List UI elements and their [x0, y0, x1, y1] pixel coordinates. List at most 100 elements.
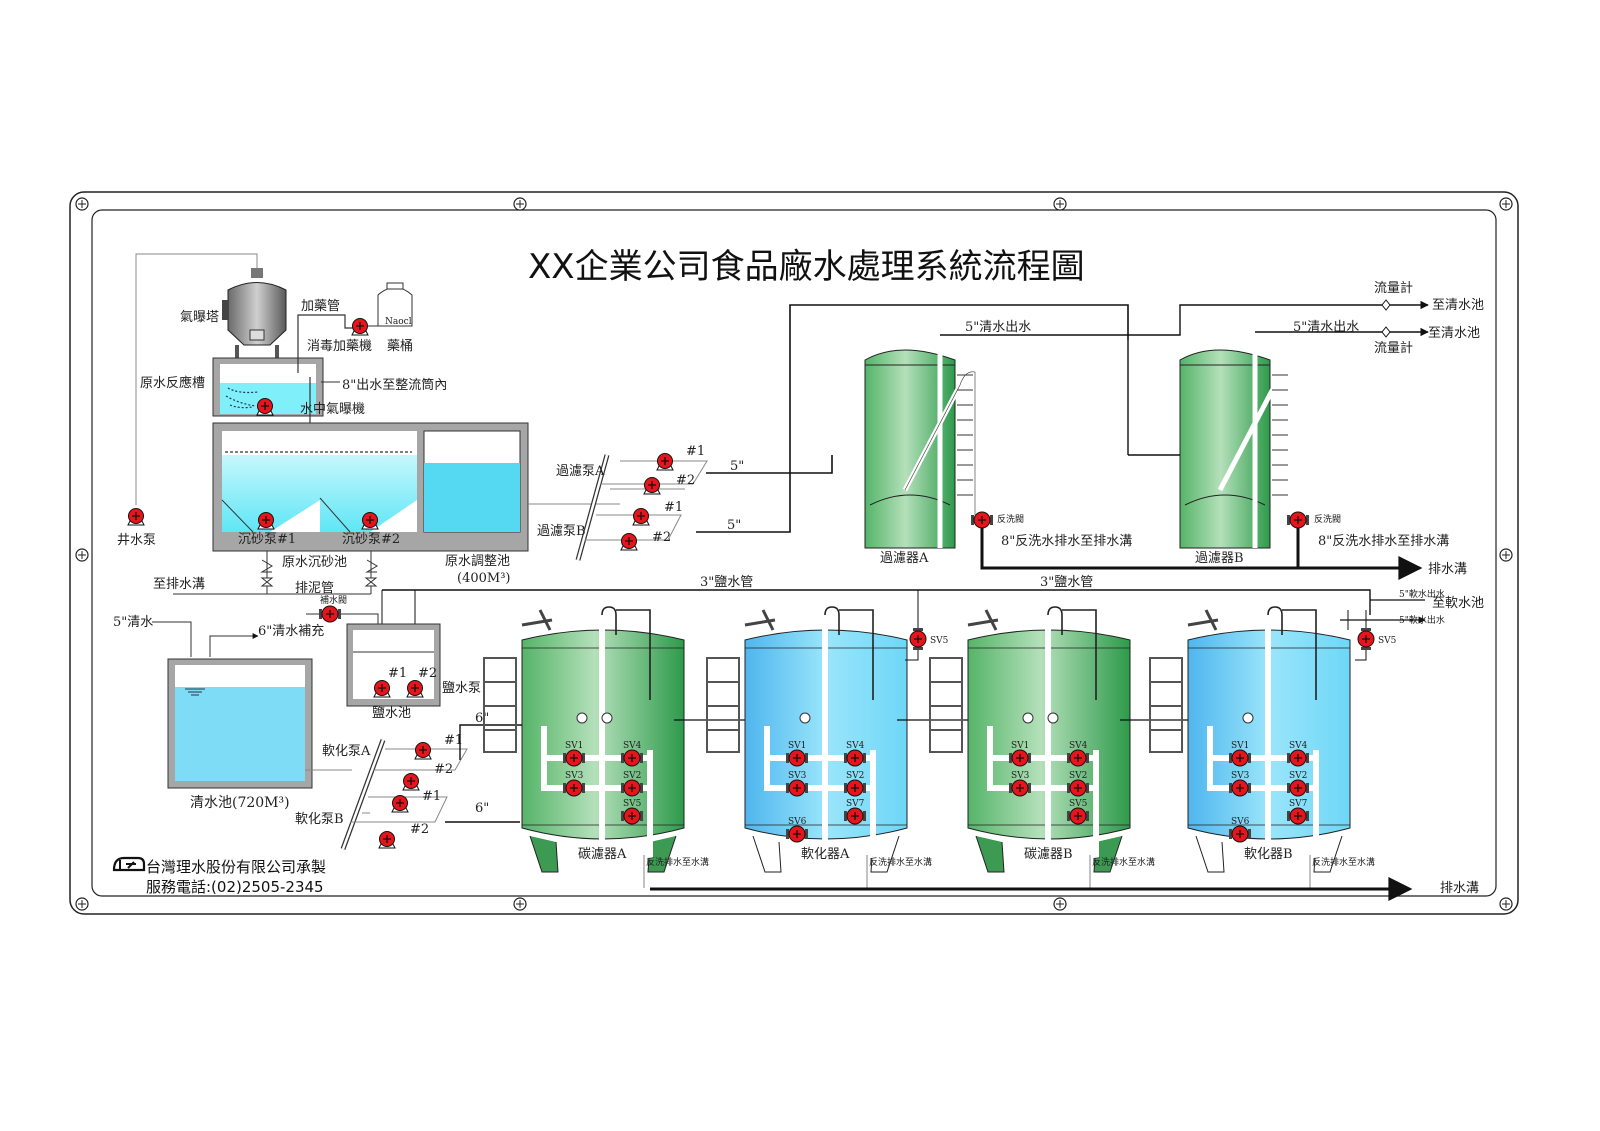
frame [69, 191, 1519, 915]
valve-label: SV4 [846, 741, 865, 751]
backwash-to-ditch-label: 反洗排水至水溝 [646, 856, 709, 868]
valve-label: SV3 [788, 771, 807, 781]
screw-icon [75, 197, 89, 211]
valve-label: SV2 [623, 771, 641, 781]
pressure-gauge-icon [1022, 712, 1034, 724]
filter-pump-b2-icon [620, 532, 638, 551]
well-pump-label: 井水泵 [117, 533, 156, 548]
valve-label: SV5 [1069, 799, 1088, 809]
softener-pump-b1-icon [391, 794, 409, 813]
flowmeter-top-label: 流量計 [1374, 280, 1413, 296]
sv5-softener-a-icon [909, 627, 927, 651]
pressure-gauge-icon [576, 712, 588, 724]
equalization-capacity-label: (400M³) [457, 571, 510, 586]
valve-label: SV4 [623, 741, 642, 751]
vessel-name: 軟化器B [1244, 846, 1293, 862]
valve-label: SV1 [565, 741, 583, 751]
softener-pump-a2-icon [402, 772, 420, 791]
backwash-valve-a-label: 反洗閥 [997, 513, 1024, 525]
valve-label: SV2 [1289, 771, 1307, 781]
sv5-b-label: SV5 [1378, 636, 1397, 646]
clear-5in-label: 5"清水 [113, 615, 153, 630]
submerged-aerator-icon [256, 397, 274, 416]
brine-pipe-label-1: 3"鹽水管 [700, 575, 753, 590]
sv5-softener-b-icon [1357, 627, 1375, 651]
filter-pump-b1-icon [632, 507, 650, 526]
softener-pump-a-label: 軟化泵A [322, 743, 371, 759]
screw-icon [75, 548, 89, 562]
refill-valve-label: 補水閥 [320, 594, 347, 606]
to-soft-pool-label: 至軟水池 [1432, 595, 1484, 611]
dosing-machine-icon [351, 317, 369, 336]
brine-pump-1-icon [373, 679, 391, 698]
flowmeter-bottom-label: 流量計 [1374, 340, 1413, 356]
soft-a1-num: #1 [444, 733, 463, 748]
screw-icon [1499, 897, 1513, 911]
pump-a1-num: #1 [686, 444, 705, 459]
valve-label: SV4 [1289, 741, 1308, 751]
company-name: 台灣理水股份有限公司承製 [146, 858, 326, 876]
brine-pump-2-icon [406, 679, 424, 698]
sv5-a-label: SV5 [930, 636, 949, 646]
aerator-label: 水中氣曝機 [300, 402, 365, 417]
thermometer-icon [1047, 712, 1059, 724]
vessel-name: 軟化器A [801, 846, 850, 862]
brine-pump-label: 鹽水泵 [442, 681, 481, 696]
filter-pump-a1-icon [656, 452, 674, 471]
clear-outlet-b-label: 5"清水出水 [1293, 320, 1359, 335]
sand-pump-1-label: 沉砂泵#1 [238, 532, 296, 547]
outlet-label: 8"出水至整流筒內 [342, 377, 447, 393]
pump-b1-num: #1 [664, 500, 683, 515]
backwash-to-ditch-label: 反洗排水至水溝 [869, 856, 932, 868]
softener-pump-b2-icon [378, 830, 396, 849]
pump-a-size: 5" [730, 459, 744, 474]
clear-water-section: 5"清水 6"清水補充 清水池(720M³) 補水閥 #1 #2 鹽水泵 鹽水池… [113, 575, 1371, 850]
equalization-tank-label: 原水調整池 [445, 554, 510, 569]
filter-b: 反洗閥 8"反洗水排水至排水溝 過濾器B 5"清水出水 排水溝 流量計 流量計 … [1127, 280, 1484, 580]
valve-label: SV3 [1011, 771, 1030, 781]
backwash-valve-b-label: 反洗閥 [1314, 513, 1341, 525]
company-phone: 服務電話:(02)2505-2345 [146, 878, 324, 896]
valve-label: SV6 [788, 817, 807, 827]
sand-pump-2-label: 沉砂泵#2 [342, 532, 400, 547]
dosing-pipe-label: 加藥管 [301, 299, 340, 314]
drain-ditch-label: 排水溝 [1428, 562, 1467, 577]
screw-icon [1499, 548, 1513, 562]
size-6in-a: 6" [475, 711, 489, 726]
backwash-drain-a-label: 8"反洗水排水至排水溝 [1001, 534, 1132, 549]
pump-b-size: 5" [727, 518, 741, 533]
valve-label: SV1 [1011, 741, 1029, 751]
pump-a2-num: #2 [676, 473, 695, 488]
sludge-pipe-label: 排泥管 [295, 581, 334, 596]
clear-pool-label: 清水池(720M³) [190, 795, 290, 811]
soft-outlet-label-2: 5"軟水出水 [1399, 614, 1445, 626]
filter-pump-a-label: 過濾泵A [556, 464, 605, 479]
screw-icon [1499, 197, 1513, 211]
valve-label: SV3 [565, 771, 584, 781]
soft-a2-num: #2 [434, 762, 453, 777]
valve-label: SV2 [846, 771, 864, 781]
screw-icon [513, 197, 527, 211]
filter-b-label: 過濾器B [1195, 551, 1244, 566]
screw-icon [1053, 897, 1067, 911]
softener-pump-b-label: 軟化泵B [295, 811, 344, 827]
company-logo [112, 856, 146, 872]
filter-pump-b-label: 過濾泵B [537, 524, 586, 539]
sand-basin-label: 原水沉砂池 [282, 555, 347, 570]
to-clear-pool-top: 至清水池 [1432, 298, 1484, 313]
valve-label: SV6 [1231, 817, 1250, 827]
softener-pump-a1-icon [414, 741, 432, 760]
vessel-name: 碳濾器B [1024, 847, 1073, 862]
soft-b1-num: #1 [422, 789, 441, 804]
filter-a-label: 過濾器A [880, 551, 929, 566]
screw-icon [75, 897, 89, 911]
filter-a: 反洗閥 8"反洗水排水至排水溝 過濾器A 5"清水出水 [864, 320, 1395, 570]
valve-label: SV7 [1289, 799, 1308, 809]
backwash-to-ditch-label: 反洗排水至水溝 [1092, 856, 1155, 868]
